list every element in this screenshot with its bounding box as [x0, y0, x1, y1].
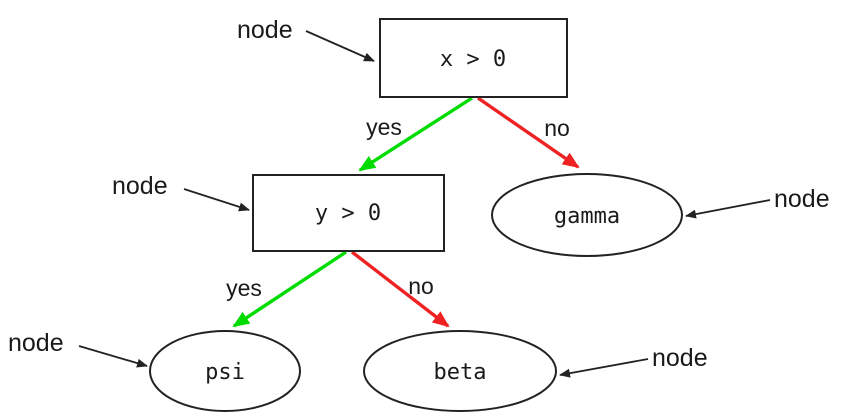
annotation-arrow-root — [305, 30, 375, 62]
annotation-beta: node — [652, 344, 708, 372]
edge-labels: yes no yes no — [226, 114, 570, 301]
edge-root-no — [477, 96, 580, 169]
edge-label-no-1: no — [544, 115, 570, 141]
edges — [232, 96, 580, 328]
edge-label-yes-2: yes — [226, 275, 262, 301]
node-ytest-label: y > 0 — [315, 201, 381, 226]
node-psi-label: psi — [205, 360, 245, 385]
node-gamma-label: gamma — [554, 204, 620, 229]
node-root-rect — [379, 18, 568, 98]
edge-ytest-no — [350, 250, 450, 328]
node-psi-ellipse — [149, 330, 301, 412]
annotation-arrow-ytest — [183, 188, 250, 212]
node-ytest-rect — [252, 174, 445, 252]
node-gamma-ellipse — [491, 173, 683, 257]
node-root-label: x > 0 — [440, 47, 506, 72]
annotation-arrow-psi — [78, 345, 148, 368]
annotation-arrow-beta — [559, 358, 649, 378]
edge-label-yes-1: yes — [366, 114, 402, 140]
annotation-psi: node — [8, 329, 64, 357]
annotation-gamma: node — [774, 185, 830, 213]
annotation-arrow-gamma — [685, 199, 771, 219]
edge-root-yes — [358, 96, 473, 172]
annotations: node node node node node — [8, 16, 830, 378]
node-beta-ellipse — [363, 330, 557, 412]
edge-label-no-2: no — [408, 273, 434, 299]
annotation-root: node — [237, 16, 293, 44]
annotation-ytest: node — [112, 172, 168, 200]
edge-ytest-yes — [232, 250, 347, 328]
node-beta-label: beta — [434, 360, 487, 385]
nodes: x > 0 y > 0 gamma psi beta — [149, 18, 683, 412]
